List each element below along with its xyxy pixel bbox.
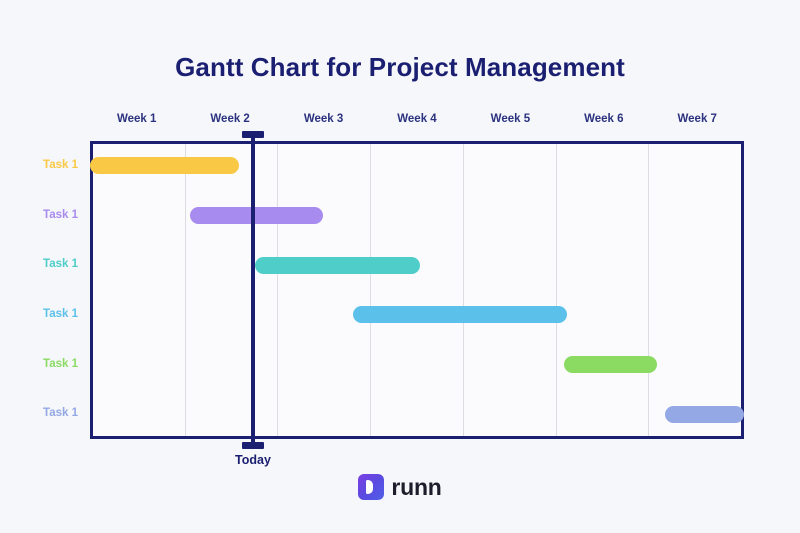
gantt-bar[interactable]: [664, 405, 744, 423]
task-label: Task 1: [43, 208, 78, 221]
gantt-bar[interactable]: [255, 256, 420, 274]
week-axis-header: Week 1 Week 2 Week 3 Week 4 Week 5 Week …: [90, 110, 744, 134]
today-marker-cap-top: [242, 131, 264, 138]
gantt-row: Task 1: [0, 240, 800, 290]
week-label-4: Week 4: [397, 113, 437, 125]
task-label: Task 1: [43, 357, 78, 370]
week-label-3: Week 3: [303, 113, 344, 125]
gantt-row: Task 1: [0, 191, 800, 241]
task-label: Task 1: [43, 308, 78, 320]
week-label-1: Week 1: [116, 113, 157, 125]
task-label: Task 1: [43, 258, 78, 271]
today-marker-line: [251, 131, 255, 449]
week-label-5: Week 5: [490, 113, 531, 125]
gantt-plot-area: [90, 141, 744, 439]
today-marker-label: Today: [235, 453, 271, 467]
today-marker-cap-bottom: [242, 442, 264, 449]
week-label-6: Week 6: [584, 113, 624, 125]
gantt-row: Task 1: [0, 340, 800, 390]
runn-logo-text: runn: [391, 474, 442, 500]
gantt-row: Task 1: [0, 389, 800, 439]
runn-logo-icon: [358, 474, 385, 500]
gantt-task-rows: Task 1 Task 1 Task 1 Task 1 Task 1 Task 1: [0, 141, 800, 439]
runn-logo[interactable]: runn: [0, 474, 800, 500]
gantt-bar[interactable]: [189, 206, 323, 224]
task-label: Task 1: [43, 159, 78, 171]
week-label-7: Week 7: [677, 113, 717, 125]
page-title: Gantt Chart for Project Management: [175, 52, 625, 82]
gantt-row: Task 1: [0, 290, 800, 340]
gantt-row: Task 1: [0, 141, 800, 191]
week-label-2: Week 2: [210, 113, 250, 125]
gantt-bar[interactable]: [90, 157, 240, 175]
gantt-bar[interactable]: [353, 306, 568, 324]
gantt-bar[interactable]: [563, 355, 658, 373]
task-label: Task 1: [43, 407, 78, 420]
